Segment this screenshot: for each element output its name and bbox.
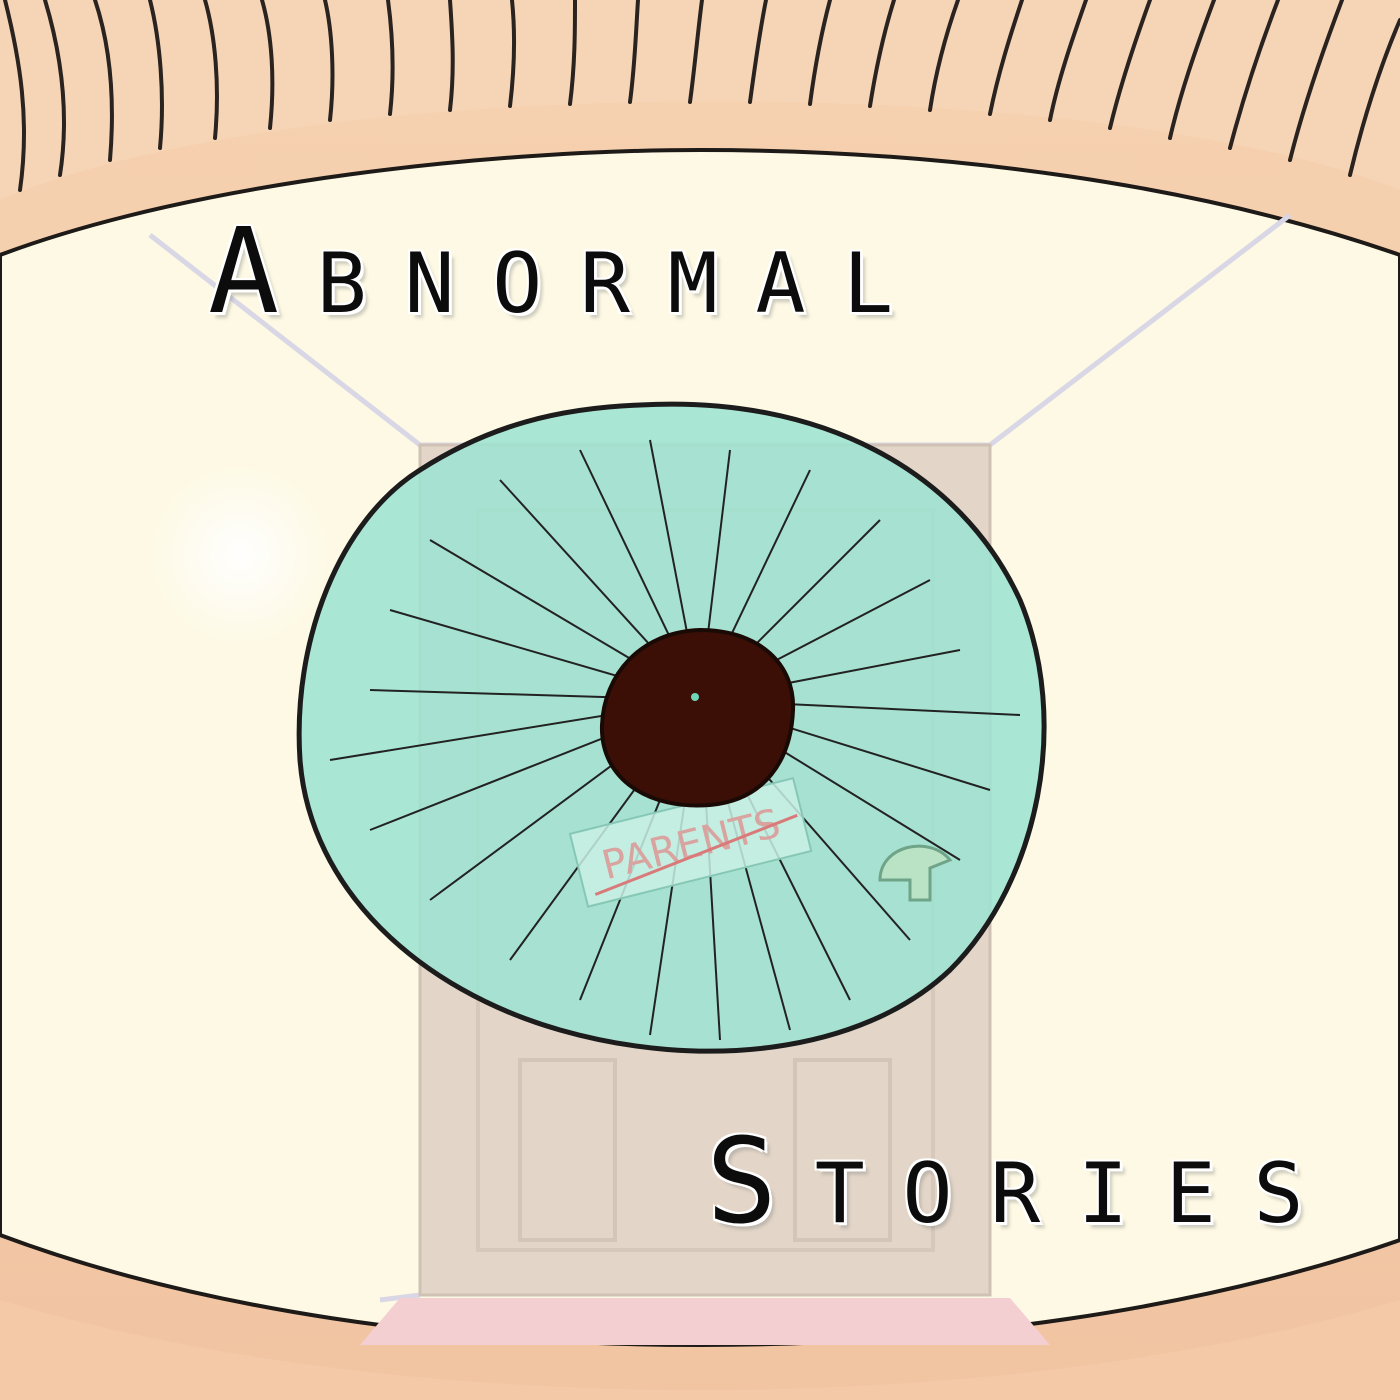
- door-hook: [878, 844, 953, 902]
- eye-glare: [145, 460, 335, 650]
- pupil-highlight: [691, 693, 699, 701]
- eyelashes: [3, 0, 1400, 192]
- lower-eyelid: [0, 1300, 1400, 1400]
- upper-eyelid: [0, 0, 1400, 200]
- title-word-abnormal: Abnormal: [208, 202, 931, 340]
- door-mat: [360, 1298, 1050, 1345]
- pupil: [599, 627, 796, 808]
- title-word-stories: Stories: [706, 1112, 1342, 1250]
